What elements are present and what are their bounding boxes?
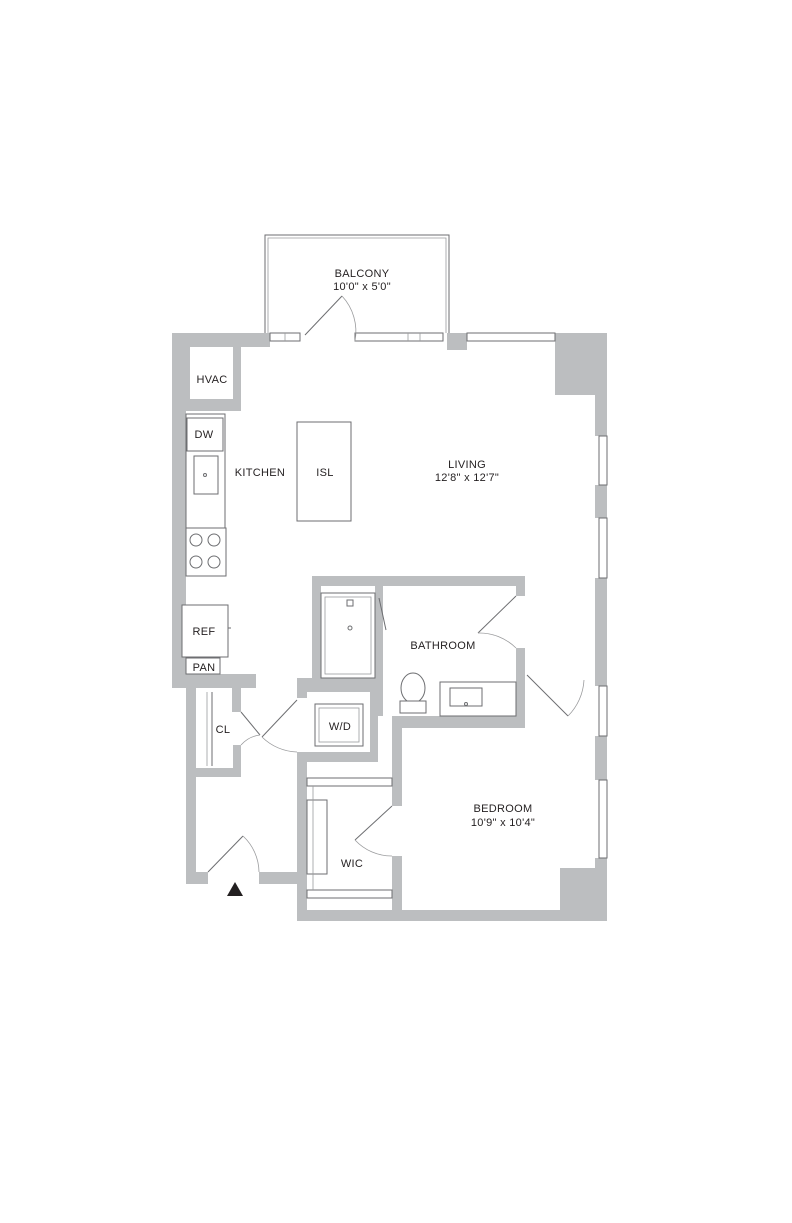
balcony-dims: 10'0" x 5'0" (333, 281, 391, 293)
dw-label: DW (195, 429, 214, 441)
walls (172, 333, 607, 921)
pan-label: PAN (193, 662, 216, 674)
closet-fixtures (206, 692, 393, 899)
balcony (264, 234, 450, 333)
doors (207, 295, 585, 873)
bathroom-label: BATHROOM (410, 640, 475, 652)
ref-label: REF (193, 626, 216, 638)
washer-label: W/D (329, 721, 351, 733)
bedroom-dims: 10'9" x 10'4" (471, 817, 535, 829)
balcony-label: BALCONY (335, 268, 390, 280)
living-dims: 12'8" x 12'7" (435, 472, 499, 484)
kitchen-label: KITCHEN (235, 467, 285, 479)
island-label: ISL (316, 467, 333, 479)
windows (269, 332, 608, 859)
living-label: LIVING (448, 459, 486, 471)
room-labels: BALCONY 10'0" x 5'0" HVAC DW KITCHEN ISL… (193, 268, 535, 870)
closet-label: CL (216, 724, 231, 736)
kitchen-fixtures (181, 413, 352, 675)
hvac-label: HVAC (197, 374, 228, 386)
bathroom-fixtures (320, 592, 517, 717)
bedroom-label: BEDROOM (474, 803, 533, 815)
wic-label: WIC (341, 858, 363, 870)
entry-arrow-icon (227, 882, 243, 896)
